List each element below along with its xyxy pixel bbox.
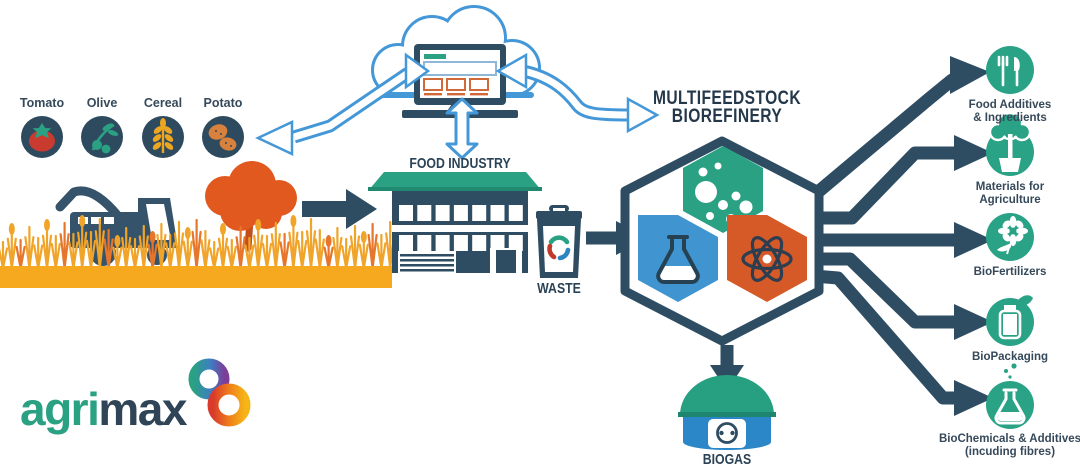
fork-knife-icon xyxy=(997,55,1019,87)
tomato-icon xyxy=(21,116,63,158)
agrimax-logo-text: agrimax xyxy=(20,383,187,435)
food-factory-building-icon xyxy=(368,172,542,273)
field-to-factory-arrow xyxy=(302,189,377,229)
cloud-crops-arrow xyxy=(255,52,431,156)
flask-hexagon-icon xyxy=(638,215,718,302)
potato-icon xyxy=(202,116,244,158)
output-materials-agriculture-icon xyxy=(986,111,1034,176)
cloud-biorefinery-arrow xyxy=(495,52,660,134)
output-food-additives-icon xyxy=(986,46,1034,94)
recycle-icon xyxy=(547,235,571,261)
output-biopackaging-icon xyxy=(986,295,1034,346)
output-arrowheads xyxy=(950,56,993,416)
power-outlet-dome-icon xyxy=(678,375,776,450)
crop-label-olive: Olive xyxy=(86,96,118,110)
crop-label-tomato: Tomato xyxy=(19,96,65,110)
cloud-factory-double-arrow xyxy=(445,97,479,160)
wheat-field xyxy=(0,215,396,270)
recycle-waste-bin-icon xyxy=(536,205,582,278)
chemical-flask-icon xyxy=(994,363,1026,425)
bottle-leaf-icon xyxy=(998,295,1033,340)
output-biochemicals-icon xyxy=(986,363,1034,429)
cereal-icon xyxy=(142,116,184,158)
potted-tree-icon xyxy=(988,111,1032,172)
biogas-label: BIOGAS xyxy=(702,451,752,468)
crop-label-cereal: Cereal xyxy=(143,96,183,110)
output-label-biopackaging: BioPackaging xyxy=(971,351,1049,363)
output-label-materials: Materials for Agriculture xyxy=(975,181,1045,206)
waste-label: WASTE xyxy=(537,280,581,297)
agrimax-logo-mark xyxy=(188,358,251,427)
biorefinery-title: MULTIFEEDSTOCK BIOREFINERY xyxy=(653,88,801,127)
output-arrows xyxy=(805,73,965,405)
output-biofertilizers-icon xyxy=(986,213,1034,261)
flower-icon xyxy=(997,216,1028,255)
atom-hexagon-icon xyxy=(727,215,807,302)
output-label-biofertilizers: BioFertilizers xyxy=(973,266,1047,278)
output-label-food-additives: Food Additives & Ingredients xyxy=(968,99,1052,124)
orange-tree-icon xyxy=(205,161,297,252)
wheat-field-base xyxy=(0,266,392,288)
crop-label-potato: Potato xyxy=(203,96,243,110)
olive-icon xyxy=(81,116,123,158)
output-label-biochemicals: BioChemicals & Additives (incuding fibre… xyxy=(938,433,1080,458)
biorefinery-hexagon xyxy=(620,136,824,346)
food-industry-label: FOOD INDUSTRY xyxy=(409,155,511,172)
